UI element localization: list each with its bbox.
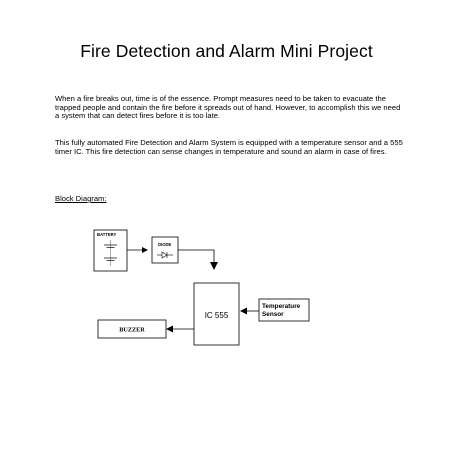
intro-paragraph: When a fire breaks out, time is of the e… <box>55 94 401 121</box>
diode-icon <box>157 251 173 259</box>
buzzer-block: BUZZER <box>97 319 167 339</box>
page-title: Fire Detection and Alarm Mini Project <box>80 41 373 61</box>
battery-icon <box>104 240 117 266</box>
battery-label: BATTERY <box>97 232 117 237</box>
sensor-to-ic-arrowhead <box>240 307 247 315</box>
ic-to-buzzer-arrowhead <box>166 325 173 333</box>
diode-block: DIODE <box>151 236 179 264</box>
temperature-sensor-block: Temperature Sensor <box>258 298 310 322</box>
ic-555-block: IC 555 <box>193 282 240 346</box>
buzzer-label: BUZZER <box>119 327 145 334</box>
battery-block: BATTERY <box>93 229 128 272</box>
diode-to-ic-connector <box>178 249 215 262</box>
sensor-label-line1: Temperature <box>262 303 301 310</box>
description-paragraph: This fully automated Fire Detection and … <box>55 138 403 156</box>
sensor-label-line2: Sensor <box>262 311 284 318</box>
block-diagram-heading: Block Diagram: <box>55 194 107 203</box>
diode-label: DIODE <box>158 242 171 247</box>
diode-to-ic-arrowhead <box>210 262 218 270</box>
ic-555-label: IC 555 <box>205 311 229 320</box>
